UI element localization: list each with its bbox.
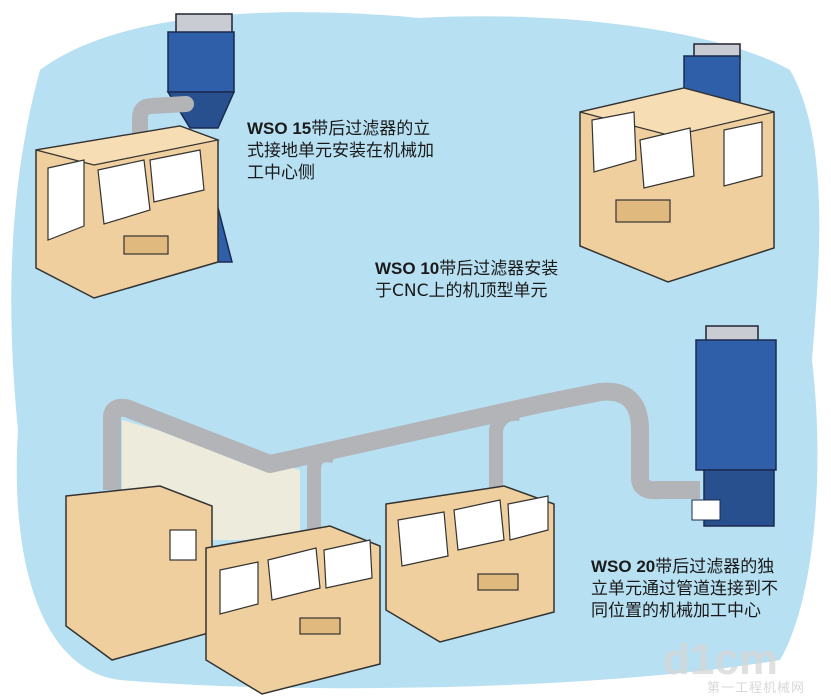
caption-wso15: WSO 15带后过滤器的立 式接地单元安装在机械加 工中心侧 [247,118,434,184]
wso20-branch-duct-2 [489,406,521,494]
watermark-logo-text: d1cm [663,635,778,684]
wso20-machine-left [65,485,213,661]
wso10-machine [579,87,775,283]
caption-wso20-line-1: 带后过滤器的独 [655,557,775,577]
watermark-sub-text: 第一工程机械网 [706,681,805,696]
caption-wso10-line-2: 于CNC上的机顶型单元 [375,281,548,301]
wso20-branch-duct-1 [307,448,336,530]
wso15-duct [132,96,194,153]
wso20-collector [691,325,777,527]
caption-wso20-model: WSO 20 [591,557,656,576]
caption-wso20-line-3: 同位置的机械加工中心 [591,601,761,621]
d1cm-logo-icon: d1cm [663,635,778,684]
caption-wso15-line-1: 带后过滤器的立 [311,119,431,139]
wso15-machine [35,125,221,299]
caption-wso10: WSO 10带后过滤器安装 于CNC上的机顶型单元 [375,258,558,302]
caption-wso20: WSO 20带后过滤器的独 立单元通过管道连接到不 同位置的机械加工中心 [591,556,778,622]
caption-wso10-model: WSO 10 [375,259,440,278]
wso20-machine-right [385,485,555,643]
wso20-machine-center [205,525,381,695]
caption-wso10-line-1: 带后过滤器安装 [439,259,559,279]
caption-wso15-line-2: 式接地单元安装在机械加 [247,141,434,161]
caption-wso20-line-2: 立单元通过管道连接到不 [591,579,778,599]
caption-wso15-model: WSO 15 [247,119,312,138]
caption-wso15-line-3: 工中心侧 [247,163,315,183]
wso20-main-duct [103,382,700,500]
